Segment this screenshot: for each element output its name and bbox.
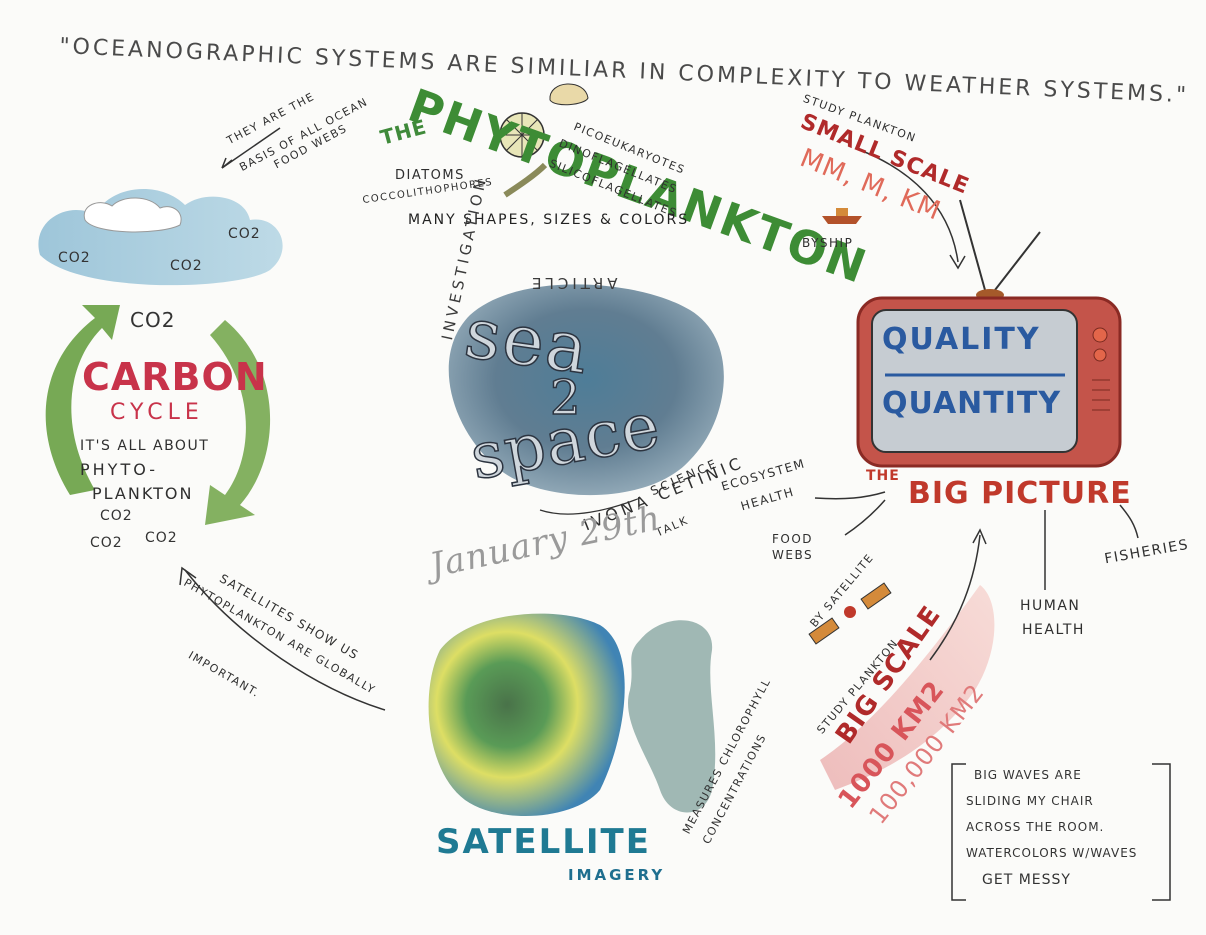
quality-label: QUALITY — [882, 322, 1041, 357]
sea-blob — [448, 284, 724, 496]
co2-label: CO2 — [100, 508, 133, 524]
note-line-4: WATERCOLORS W/WAVES — [966, 846, 1138, 860]
carbon-line-3: PLANKTON — [92, 484, 194, 503]
diatom-icon — [499, 83, 589, 198]
ship-icon — [822, 208, 862, 224]
big-picture-the: THE — [866, 468, 900, 484]
label-shapes: MANY SHAPES, SIZES & COLORS — [408, 212, 690, 228]
note-box: BIG WAVES ARE SLIDING MY CHAIR ACROSS TH… — [948, 762, 1160, 904]
tv-icon — [856, 199, 1122, 468]
co2-label: CO2 — [58, 250, 91, 266]
satellite-icon — [808, 582, 892, 645]
imagery-title: IMAGERY — [568, 866, 666, 884]
webs-label: WEBS — [772, 548, 814, 562]
carbon-line-1: IT'S ALL ABOUT — [80, 438, 210, 454]
carbon-title: CARBON — [82, 355, 268, 399]
carbon-line-2: PHYTO- — [80, 460, 159, 479]
co2-label: CO2 — [90, 535, 123, 551]
satellite-title: SATELLITE — [436, 822, 651, 862]
note-line-3: ACROSS THE ROOM. — [966, 820, 1105, 834]
quantity-label: QUANTITY — [882, 386, 1062, 421]
co2-label: CO2 — [145, 530, 178, 546]
cycle-title: CYCLE — [110, 400, 204, 425]
human-label: HUMAN — [1020, 598, 1081, 614]
co2-label: CO2 — [228, 226, 261, 242]
arrow-up-icon — [45, 305, 120, 495]
note-line-5: GET MESSY — [982, 872, 1071, 888]
continent-shape — [627, 620, 716, 813]
human-health-label: HEALTH — [1022, 622, 1085, 638]
big-picture-title: BIG PICTURE — [908, 476, 1132, 511]
note-line-2: SLIDING MY CHAIR — [966, 794, 1094, 808]
two-word: 2 — [549, 369, 582, 427]
co2-label: CO2 — [130, 308, 176, 332]
note-line-1: BIG WAVES ARE — [974, 768, 1082, 782]
satellite-map — [428, 613, 625, 817]
co2-label: CO2 — [170, 258, 203, 274]
byship-label: BYSHIP — [802, 236, 854, 250]
arrow-down-icon — [205, 320, 271, 525]
food-label: FOOD — [772, 532, 814, 546]
label-diatoms: DIATOMS — [395, 168, 465, 183]
article-label: ARTICLE — [528, 274, 618, 292]
